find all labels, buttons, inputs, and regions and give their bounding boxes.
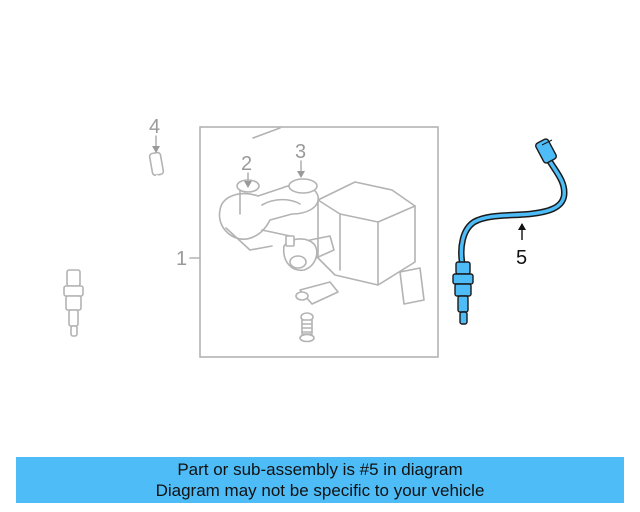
caption-banner: Part or sub-assembly is #5 in diagram Di… [16, 457, 624, 503]
callout-label-4: 4 [149, 116, 160, 138]
caption-line-2: Diagram may not be specific to your vehi… [155, 481, 485, 500]
callout-label-2: 2 [241, 153, 252, 175]
parts-diagram: 4 2 3 1 5 [63, 116, 568, 358]
callout-arrows [152, 135, 305, 188]
part-4-oxygen-sensor [63, 151, 176, 337]
part-5-oxygen-sensor [452, 138, 568, 325]
callout-label-5: 5 [516, 247, 527, 269]
callout-label-3: 3 [295, 141, 306, 163]
callout-label-1: 1 [176, 248, 187, 270]
caption-line-1: Part or sub-assembly is #5 in diagram [177, 460, 463, 479]
callout-5-arrow [518, 223, 526, 240]
assembly-frame [199, 126, 439, 358]
